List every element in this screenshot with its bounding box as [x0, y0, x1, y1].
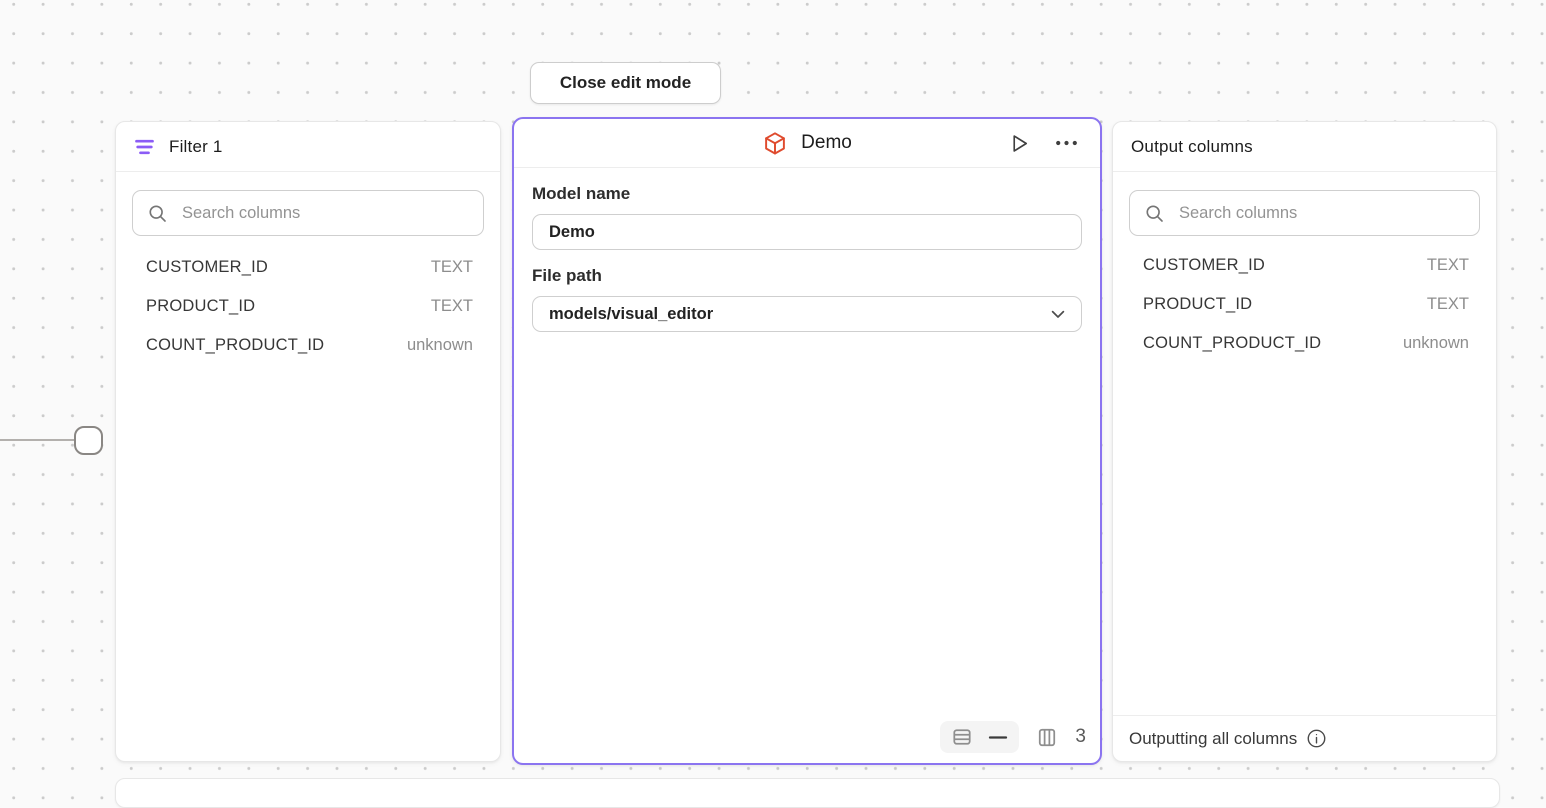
column-row[interactable]: PRODUCT_ID TEXT: [116, 287, 500, 326]
output-panel-header: Output columns: [1113, 122, 1496, 172]
play-icon: [1008, 131, 1031, 156]
column-type: unknown: [406, 336, 473, 354]
table-columns-icon: [1036, 726, 1058, 749]
output-column-list: CUSTOMER_ID TEXT PRODUCT_ID TEXT COUNT_P…: [1113, 246, 1496, 363]
run-model-button[interactable]: [1006, 129, 1033, 158]
row-count-pill[interactable]: [940, 721, 1020, 753]
model-node-panel-selected[interactable]: Demo Model nam: [512, 117, 1102, 765]
column-name: CUSTOMER_ID: [1143, 256, 1265, 274]
output-panel-title: Output columns: [1131, 136, 1253, 156]
model-cube-icon: [762, 130, 788, 157]
filter-search-box[interactable]: [132, 190, 484, 236]
filter-icon: [134, 139, 155, 155]
filter-column-list: CUSTOMER_ID TEXT PRODUCT_ID TEXT COUNT_P…: [116, 248, 500, 365]
column-type: TEXT: [430, 258, 473, 276]
output-footer: Outputting all columns: [1113, 715, 1496, 761]
column-row[interactable]: CUSTOMER_ID TEXT: [116, 248, 500, 287]
file-path-select[interactable]: models/visual_editor: [532, 296, 1082, 332]
model-panel-header: Demo: [514, 119, 1100, 168]
minus-icon: [988, 735, 1008, 740]
filter-panel-header: Filter 1: [116, 122, 500, 172]
model-name-input[interactable]: [532, 214, 1082, 250]
file-path-label: File path: [532, 266, 602, 285]
column-row[interactable]: COUNT_PRODUCT_ID unknown: [1113, 324, 1496, 363]
column-name: COUNT_PRODUCT_ID: [146, 336, 325, 354]
model-panel-title: Demo: [801, 132, 852, 153]
column-type: TEXT: [1426, 295, 1469, 313]
column-name: CUSTOMER_ID: [146, 258, 268, 276]
more-options-button[interactable]: [1053, 138, 1080, 148]
info-icon[interactable]: [1306, 728, 1327, 749]
model-name-label: Model name: [532, 184, 631, 203]
column-name: PRODUCT_ID: [146, 297, 256, 315]
column-row[interactable]: CUSTOMER_ID TEXT: [1113, 246, 1496, 285]
output-search-input[interactable]: [1177, 202, 1464, 224]
column-type: TEXT: [430, 297, 473, 315]
filter-node-panel[interactable]: Filter 1 CUSTOMER_ID TEXT PRODUCT_ID TEX…: [115, 121, 501, 762]
bottom-node-panel[interactable]: [115, 778, 1500, 808]
chevron-down-icon: [1051, 310, 1065, 319]
column-count-value: 3: [1075, 726, 1086, 747]
column-type: TEXT: [1426, 256, 1469, 274]
edge-connector-line: [0, 439, 76, 441]
output-search-box[interactable]: [1129, 190, 1480, 236]
close-edit-mode-button[interactable]: Close edit mode: [530, 62, 721, 104]
column-row[interactable]: PRODUCT_ID TEXT: [1113, 285, 1496, 324]
filter-panel-title: Filter 1: [169, 136, 223, 156]
filter-search-input[interactable]: [180, 202, 468, 224]
ellipsis-icon: [1055, 140, 1078, 146]
model-footer-stats: 3: [940, 721, 1086, 753]
file-path-value: models/visual_editor: [549, 304, 714, 323]
column-name: COUNT_PRODUCT_ID: [1143, 334, 1322, 352]
column-name: PRODUCT_ID: [1143, 295, 1253, 313]
edge-connector-handle[interactable]: [74, 426, 103, 455]
output-footer-text: Outputting all columns: [1129, 728, 1298, 748]
column-type: unknown: [1402, 334, 1469, 352]
output-columns-panel[interactable]: Output columns CUSTOMER_ID TEXT PRODUCT_…: [1112, 121, 1497, 762]
column-row[interactable]: COUNT_PRODUCT_ID unknown: [116, 326, 500, 365]
table-rows-icon: [951, 726, 973, 748]
search-icon: [148, 204, 167, 223]
search-icon: [1145, 204, 1164, 223]
